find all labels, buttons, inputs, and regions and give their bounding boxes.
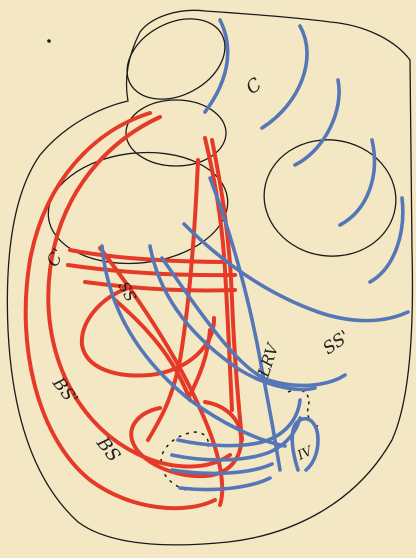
blue-band-2	[262, 26, 307, 128]
blue-vessel-iv-4	[180, 478, 270, 490]
left-opening	[43, 144, 234, 272]
red-vessel-c-prime-2	[68, 265, 235, 275]
label-c-prime: C'	[43, 245, 69, 270]
label-ss-prime: SS'	[319, 327, 353, 359]
blue-band-1	[205, 20, 228, 112]
blue-band-3	[295, 80, 339, 165]
red-vessels	[26, 113, 242, 508]
label-bs-prime: BS'	[47, 373, 81, 409]
blue-band-5	[370, 198, 403, 282]
blue-vessel-ss-prime	[184, 224, 408, 321]
label-c: C	[242, 74, 266, 99]
blue-vessel-iv-loop	[292, 419, 318, 470]
right-opening	[257, 131, 404, 264]
label-bs: BS	[91, 432, 124, 466]
ink-dot	[47, 39, 51, 43]
